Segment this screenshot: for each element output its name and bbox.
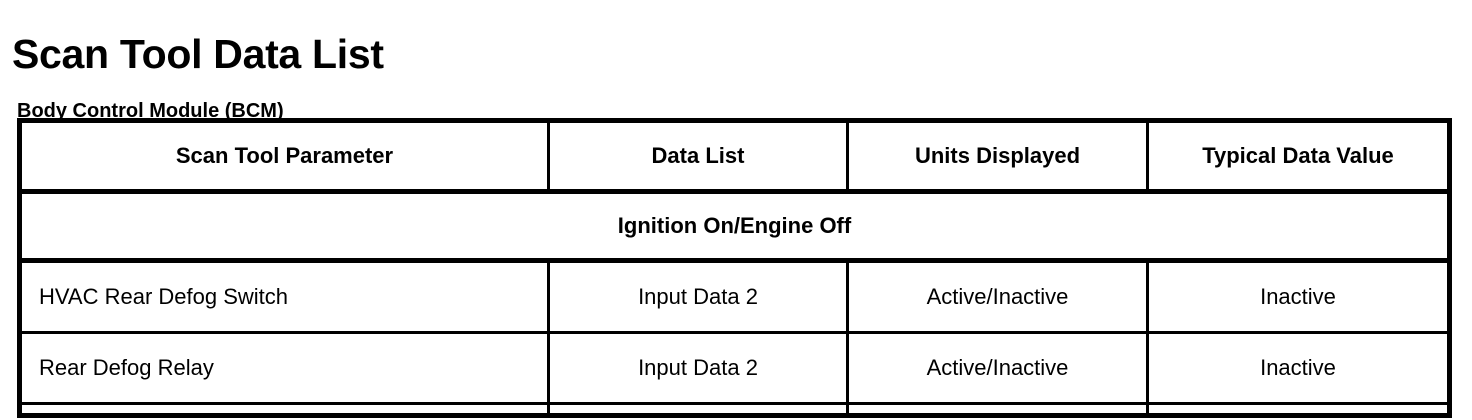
- page-title: Scan Tool Data List: [12, 31, 384, 78]
- cell-data-list: Input Data 2: [547, 259, 849, 334]
- section-header-row: Ignition On/Engine Off: [18, 189, 1451, 263]
- scan-tool-data-table: Scan Tool Parameter Data List Units Disp…: [17, 118, 1452, 418]
- cell-parameter: Rear Defog Relay: [18, 331, 550, 405]
- cell-parameter: HVAC Rear Defog Switch: [18, 259, 550, 334]
- section-title: Ignition On/Engine Off: [18, 189, 1451, 263]
- data-table-container: Scan Tool Parameter Data List Units Disp…: [17, 118, 1452, 418]
- cell-typical-data-value-truncated: [1146, 402, 1451, 417]
- table-header-row: Scan Tool Parameter Data List Units Disp…: [18, 119, 1451, 194]
- column-header-scan-tool-parameter: Scan Tool Parameter: [18, 119, 550, 194]
- table-row: Rear Defog Relay Input Data 2 Active/Ina…: [18, 331, 1451, 405]
- cell-parameter-truncated: [18, 402, 550, 417]
- cell-units-displayed: Active/Inactive: [846, 331, 1149, 405]
- column-header-units-displayed: Units Displayed: [846, 119, 1149, 194]
- column-header-data-list: Data List: [547, 119, 849, 194]
- cell-typical-data-value: Inactive: [1146, 331, 1451, 405]
- cell-typical-data-value: Inactive: [1146, 259, 1451, 334]
- cell-data-list: Input Data 2: [547, 331, 849, 405]
- table-row: HVAC Rear Defog Switch Input Data 2 Acti…: [18, 259, 1451, 334]
- module-subtitle: Body Control Module (BCM): [17, 99, 284, 122]
- table-row-truncated: [18, 402, 1451, 417]
- column-header-typical-data-value: Typical Data Value: [1146, 119, 1451, 194]
- cell-units-displayed: Active/Inactive: [846, 259, 1149, 334]
- cell-data-list-truncated: [547, 402, 849, 417]
- cell-units-displayed-truncated: [846, 402, 1149, 417]
